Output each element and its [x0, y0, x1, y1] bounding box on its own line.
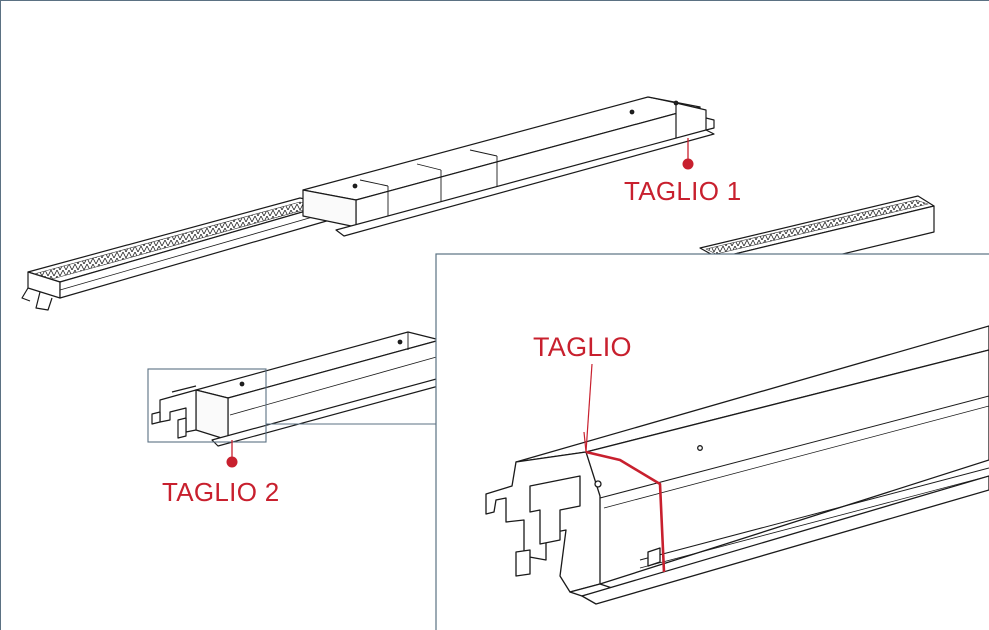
rail-top	[21, 96, 715, 311]
detail-callout	[147, 368, 436, 443]
detail-cut-label: TAGLIO	[533, 332, 632, 362]
rail-detail	[485, 325, 989, 605]
cut1-label: TAGLIO 1	[624, 176, 742, 206]
detail-cut-leader	[585, 363, 593, 453]
cut2-label: TAGLIO 2	[162, 477, 280, 507]
cut2-marker	[226, 440, 238, 468]
cut1-marker	[682, 138, 694, 170]
